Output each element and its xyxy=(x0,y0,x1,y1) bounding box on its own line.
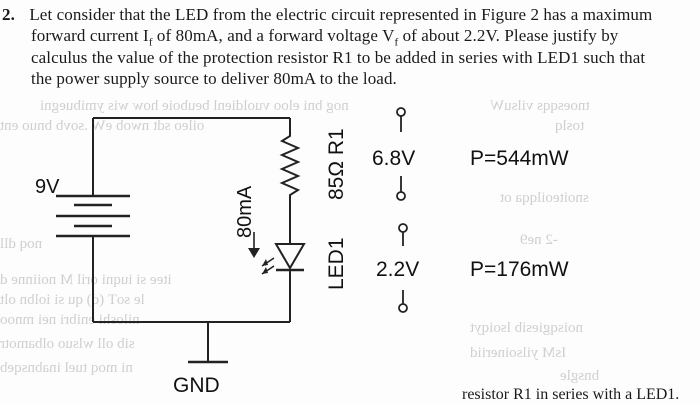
led-voltage-value: 2.2V xyxy=(376,258,419,281)
led-label: LED1 xyxy=(325,237,348,290)
figure-caption-fragment: resistor R1 in series with a LED1. xyxy=(462,386,680,403)
resistor-symbol xyxy=(279,128,301,206)
circuit-wires xyxy=(92,117,291,362)
led-symbol xyxy=(261,240,306,288)
current-arrow-icon xyxy=(248,232,260,258)
problem-text-line-3: calculus the value of the protection res… xyxy=(31,48,646,67)
current-label: 80mA xyxy=(234,185,256,238)
resistor-label: 85Ω R1 xyxy=(325,128,348,200)
problem-line-4: the power supply source to deliver 80mA … xyxy=(31,69,397,89)
problem-line-2: forward current If of 80mA, and a forwar… xyxy=(31,26,618,48)
ground-label: GND xyxy=(173,374,220,397)
problem-number: 2. xyxy=(2,5,15,24)
problem-line-3: calculus the value of the protection res… xyxy=(31,48,645,68)
resistor-power-value: P=544mW xyxy=(470,147,569,170)
forward-current-subscript: f xyxy=(148,36,153,49)
problem-line-1: 2. Let consider that the LED from the el… xyxy=(2,5,652,25)
resistor-voltage-terminals xyxy=(396,107,406,201)
forward-voltage-subscript: f xyxy=(394,36,399,49)
source-voltage-label: 9V xyxy=(35,176,60,198)
problem-text-line-1: Let consider that the LED from the elect… xyxy=(29,5,653,24)
problem-text-line-4: the power supply source to deliver 80mA … xyxy=(31,69,397,88)
led-power-value: P=176mW xyxy=(470,258,569,281)
problem-text-line-2c: of about 2.2V. Please justify by xyxy=(398,26,619,45)
led-voltage-terminals xyxy=(398,223,408,313)
problem-text-line-2a: forward current I xyxy=(31,26,149,45)
problem-text-line-2b: of 80mA, and a forward voltage V xyxy=(152,26,395,45)
battery-symbol xyxy=(56,194,130,238)
resistor-voltage-value: 6.8V xyxy=(372,147,415,170)
